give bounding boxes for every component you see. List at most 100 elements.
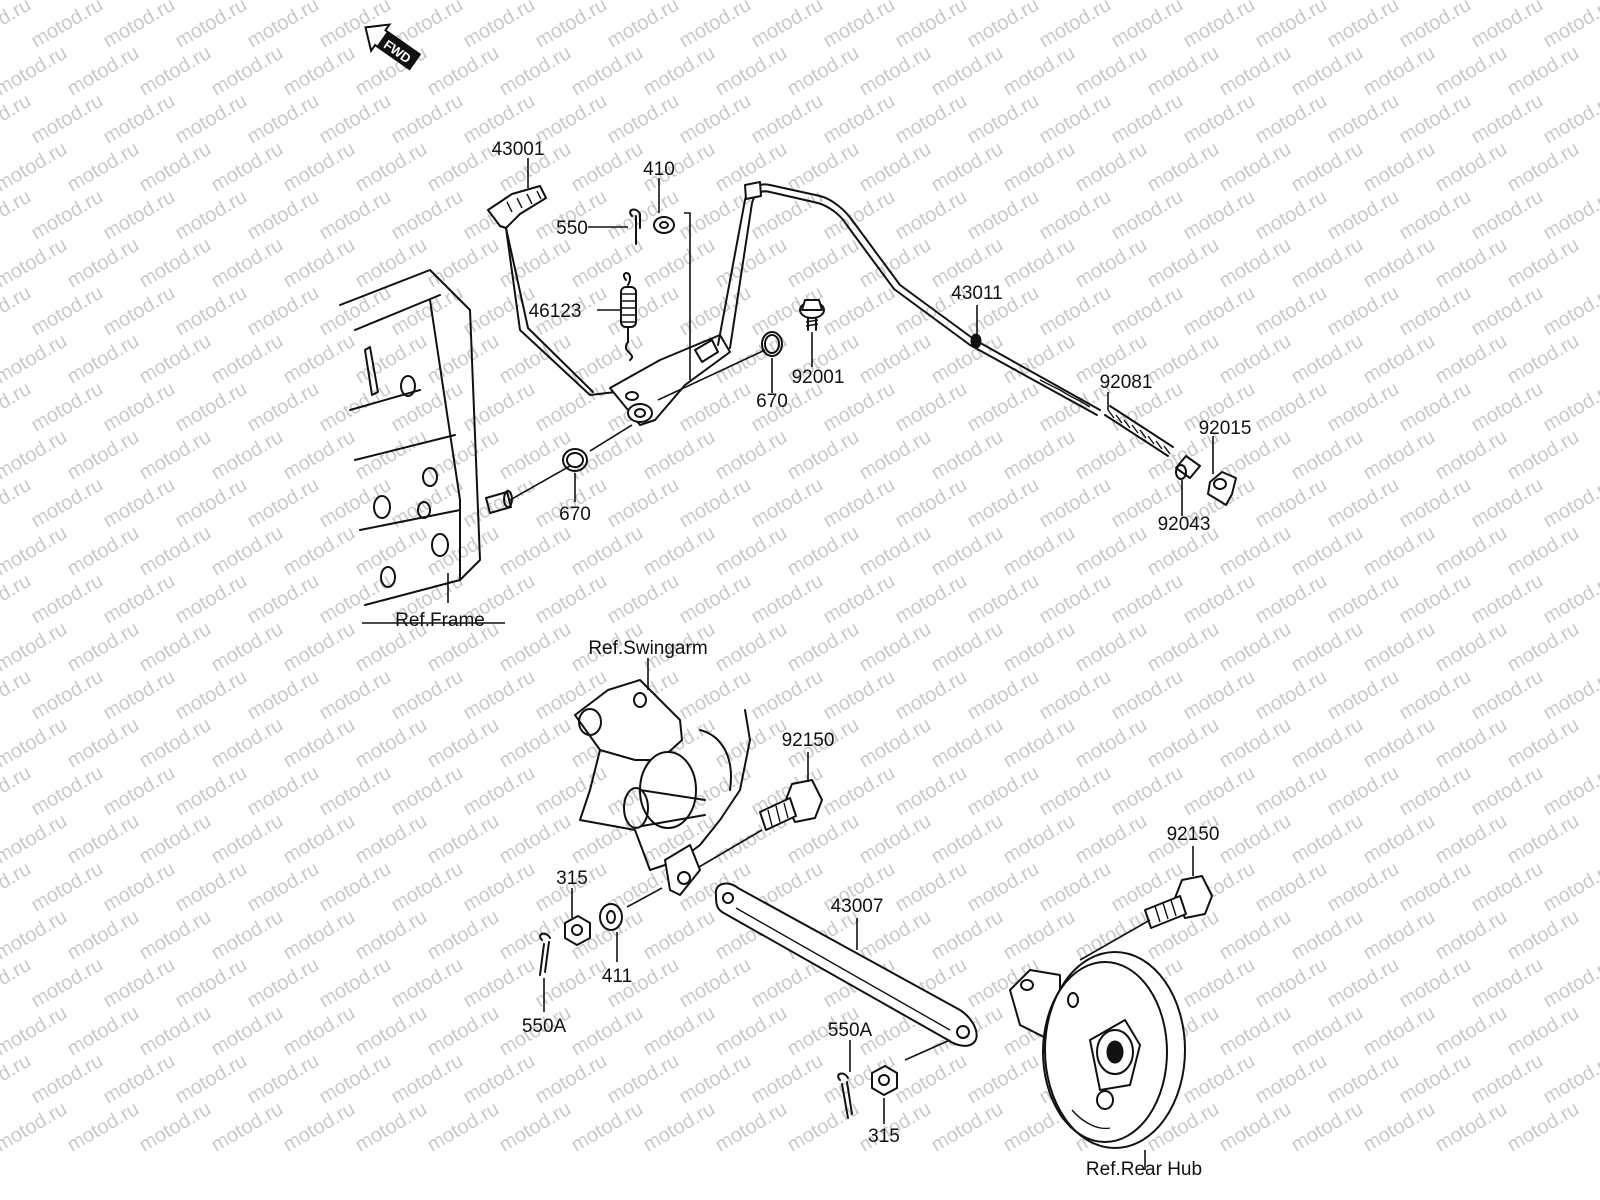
- watermark-text: motod.ru: [820, 0, 899, 52]
- watermark-text: motod.ru: [1000, 714, 1079, 773]
- collar-92043: [1175, 455, 1201, 480]
- watermark-text: motod.ru: [1216, 1002, 1295, 1061]
- watermark-text: motod.ru: [1180, 762, 1259, 821]
- watermark-text: motod.ru: [100, 282, 179, 341]
- watermark-text: motod.ru: [64, 330, 143, 389]
- watermark-text: motod.ru: [1504, 810, 1583, 869]
- watermark-text: motod.ru: [1252, 858, 1331, 917]
- watermark-text: motod.ru: [1144, 42, 1223, 101]
- watermark-text: motod.ru: [856, 714, 935, 773]
- watermark-text: motod.ru: [1468, 858, 1547, 917]
- watermark-text: motod.ru: [856, 0, 935, 4]
- watermark-text: motod.ru: [388, 378, 467, 437]
- watermark-text: motod.ru: [1072, 618, 1151, 677]
- label-92043: 92043: [1158, 514, 1211, 535]
- watermark-text: motod.ru: [676, 954, 755, 1013]
- watermark-text: motod.ru: [352, 234, 431, 293]
- watermark-text: motod.ru: [280, 906, 359, 965]
- watermark-text: motod.ru: [1288, 906, 1367, 965]
- watermark-text: motod.ru: [388, 858, 467, 917]
- watermark-text: motod.ru: [712, 426, 791, 485]
- watermark-text: motod.ru: [316, 666, 395, 725]
- watermark-text: motod.ru: [1360, 234, 1439, 293]
- watermark-text: motod.ru: [28, 570, 107, 629]
- watermark-text: motod.ru: [1036, 474, 1115, 533]
- watermark-text: motod.ru: [1324, 90, 1403, 149]
- watermark-text: motod.ru: [604, 474, 683, 533]
- watermark-text: motod.ru: [748, 0, 827, 52]
- watermark-text: motod.ru: [1288, 1002, 1367, 1061]
- watermark-text: motod.ru: [496, 522, 575, 581]
- watermark-text: motod.ru: [316, 954, 395, 1013]
- watermark-text: motod.ru: [0, 1002, 71, 1061]
- watermark-text: motod.ru: [28, 762, 107, 821]
- watermark-text: motod.ru: [136, 330, 215, 389]
- brake-rod: [717, 181, 1101, 416]
- watermark-text: motod.ru: [1108, 0, 1187, 52]
- watermark-text: motod.ru: [136, 426, 215, 485]
- watermark-text: motod.ru: [1396, 762, 1475, 821]
- watermark-text: motod.ru: [1180, 1050, 1259, 1109]
- watermark-text: motod.ru: [892, 570, 971, 629]
- watermark-text: motod.ru: [496, 906, 575, 965]
- watermark-text: motod.ru: [1324, 186, 1403, 245]
- watermark-text: motod.ru: [244, 858, 323, 917]
- watermark-text: motod.ru: [172, 0, 251, 52]
- watermark-text: motod.ru: [280, 714, 359, 773]
- watermark-text: motod.ru: [1360, 426, 1439, 485]
- watermark-text: motod.ru: [136, 906, 215, 965]
- watermark-text: motod.ru: [388, 666, 467, 725]
- watermark-text: motod.ru: [208, 810, 287, 869]
- watermark-text: motod.ru: [892, 762, 971, 821]
- watermark-text: motod.ru: [1396, 186, 1475, 245]
- label-410: 410: [643, 159, 675, 180]
- watermark-text: motod.ru: [64, 906, 143, 965]
- watermark-text: motod.ru: [1216, 810, 1295, 869]
- washer-670-upper: [761, 331, 783, 357]
- upper-leaders: [362, 158, 1214, 624]
- watermark-text: motod.ru: [964, 570, 1043, 629]
- watermark-text: motod.ru: [1468, 378, 1547, 437]
- watermark-text: motod.ru: [244, 378, 323, 437]
- watermark-text: motod.ru: [1072, 522, 1151, 581]
- wing-nut-92015: [1207, 471, 1237, 506]
- watermark-text: motod.ru: [1288, 42, 1367, 101]
- watermark-text: motod.ru: [676, 570, 755, 629]
- watermark-text: motod.ru: [748, 1050, 827, 1109]
- watermark-text: motod.ru: [856, 522, 935, 581]
- watermark-text: motod.ru: [892, 858, 971, 917]
- watermark-text: motod.ru: [208, 330, 287, 389]
- watermark-text: motod.ru: [244, 954, 323, 1013]
- torque-link: [714, 882, 978, 1047]
- watermark-text: motod.ru: [568, 810, 647, 869]
- watermark-text: motod.ru: [64, 714, 143, 773]
- label-550A-left: 550A: [522, 1016, 567, 1037]
- watermark-text: motod.ru: [604, 186, 683, 245]
- watermark-text: motod.ru: [1000, 42, 1079, 101]
- watermark-text: motod.ru: [1432, 0, 1511, 4]
- watermark-text: motod.ru: [460, 378, 539, 437]
- watermark-text: motod.ru: [136, 0, 215, 4]
- label-550: 550: [556, 218, 588, 239]
- watermark-text: motod.ru: [1360, 522, 1439, 581]
- watermark-text: motod.ru: [424, 906, 503, 965]
- watermark-text: motod.ru: [964, 378, 1043, 437]
- watermark-text: motod.ru: [1036, 90, 1115, 149]
- label-43011: 43011: [951, 283, 1002, 304]
- watermark-text: motod.ru: [568, 234, 647, 293]
- watermark-text: motod.ru: [1324, 954, 1403, 1013]
- watermark-text: motod.ru: [1504, 0, 1583, 4]
- watermark-text: motod.ru: [1396, 570, 1475, 629]
- watermark-text: motod.ru: [676, 90, 755, 149]
- watermark-text: motod.ru: [424, 522, 503, 581]
- watermark-text: motod.ru: [64, 618, 143, 677]
- watermark-text: motod.ru: [1252, 0, 1331, 52]
- washer-411: [599, 903, 623, 931]
- watermark-text: motod.ru: [280, 1098, 359, 1157]
- watermark-text: motod.ru: [28, 474, 107, 533]
- watermark-text: motod.ru: [100, 666, 179, 725]
- label-670-lower: 670: [559, 504, 591, 525]
- watermark-text: motod.ru: [604, 1050, 683, 1109]
- watermark-text: motod.ru: [136, 810, 215, 869]
